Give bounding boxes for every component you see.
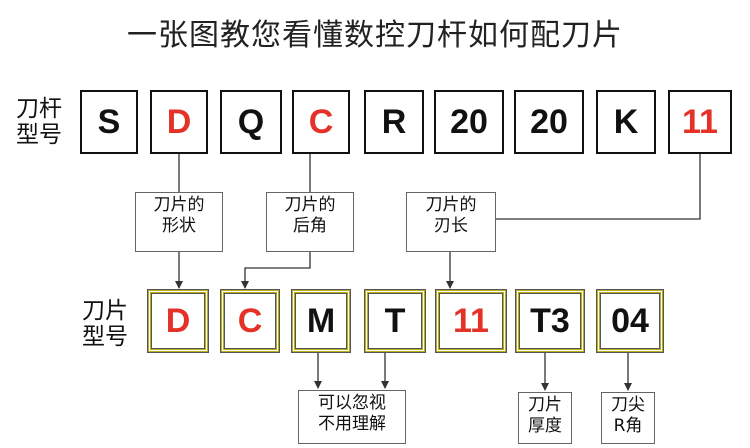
holder-code-box: C (292, 90, 350, 154)
holder-code-text: S (97, 102, 121, 141)
nose-radius-note: 刀尖 R角 (601, 392, 655, 444)
note-line2: 不用理解 (318, 414, 386, 434)
holder-code-text: R (381, 102, 407, 141)
insert-label-line1: 刀片 (82, 298, 128, 324)
insert-label-line2: 型号 (82, 324, 128, 350)
note-line2: 后角 (293, 216, 327, 236)
insert-code-text: 11 (453, 301, 489, 340)
holder-code-box: 20 (514, 90, 584, 154)
connector-arrow (241, 252, 311, 289)
note-line1: 刀片 (528, 395, 562, 415)
holder-code-box: K (596, 90, 656, 154)
insert-code-text: M (306, 301, 336, 340)
holder-code-box: 11 (668, 90, 732, 154)
holder-code-box: S (80, 90, 138, 154)
insert-code-box: 04 (597, 290, 663, 352)
note-line2: 刃长 (434, 216, 468, 236)
insert-code-text: T3 (530, 301, 570, 340)
insert-row-label: 刀片 型号 (82, 298, 128, 350)
connector-line (496, 154, 701, 220)
insert-code-box: C (221, 290, 279, 352)
insert-code-box: 11 (436, 290, 506, 352)
holder-code-box: R (364, 90, 424, 154)
note-line1: 刀片的 (425, 195, 477, 215)
holder-label-line2: 型号 (16, 122, 62, 148)
holder-code-text: 11 (682, 102, 718, 141)
insert-code-text: 04 (611, 301, 649, 340)
note-line1: 可以忽视 (318, 393, 386, 413)
insert-code-box: D (148, 290, 208, 352)
holder-label-line1: 刀杆 (16, 96, 62, 122)
note-line2: R角 (613, 416, 643, 436)
shape-note: 刀片的 形状 (135, 192, 223, 252)
holder-code-box: 20 (434, 90, 504, 154)
edge-length-note: 刀片的 刃长 (406, 192, 496, 252)
note-line1: 刀片的 (284, 195, 336, 215)
thickness-note: 刀片 厚度 (518, 392, 572, 444)
note-line2: 厚度 (528, 416, 562, 436)
insert-code-box: T3 (516, 290, 584, 352)
insert-code-box: T (365, 290, 425, 352)
holder-code-text: 20 (450, 102, 488, 141)
holder-code-text: 20 (530, 102, 568, 141)
ignore-note: 可以忽视 不用理解 (298, 390, 406, 444)
insert-code-text: C (237, 301, 263, 340)
insert-code-text: D (165, 301, 191, 340)
note-line1: 刀尖 (611, 395, 645, 415)
holder-row-label: 刀杆 型号 (16, 96, 62, 148)
clearance-angle-note: 刀片的 后角 (266, 192, 354, 252)
holder-code-text: Q (237, 102, 265, 141)
holder-code-box: D (150, 90, 208, 154)
holder-code-text: D (166, 102, 192, 141)
holder-code-text: C (308, 102, 334, 141)
diagram-title: 一张图教您看懂数控刀杆如何配刀片 (127, 18, 623, 53)
note-line1: 刀片的 (153, 195, 205, 215)
holder-code-text: K (613, 102, 639, 141)
holder-code-box: Q (220, 90, 282, 154)
insert-code-box: M (292, 290, 350, 352)
insert-code-text: T (384, 301, 406, 340)
note-line2: 形状 (162, 216, 196, 236)
